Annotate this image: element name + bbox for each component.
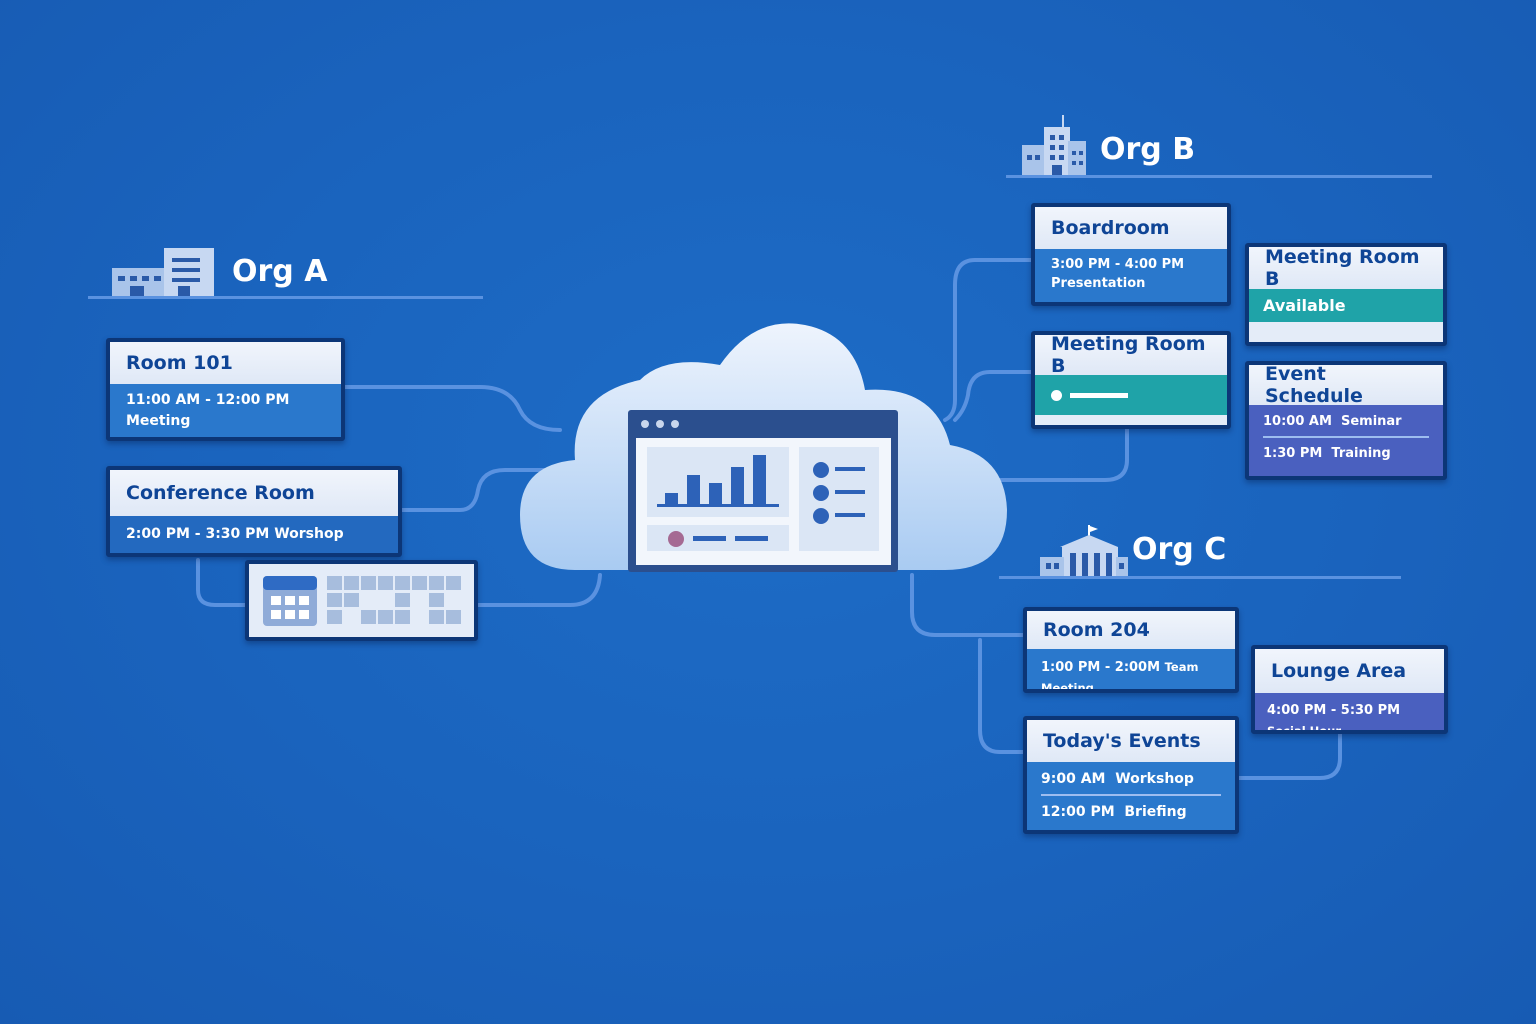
card-title: Today's Events xyxy=(1027,720,1235,762)
calendar-icon xyxy=(263,576,461,626)
event-item: 9:00 AM Workshop xyxy=(1041,771,1194,787)
connector xyxy=(910,573,1025,637)
calendar-card[interactable] xyxy=(245,560,478,641)
event: Meeting xyxy=(126,413,191,429)
connector xyxy=(1236,731,1342,780)
todays-events-card[interactable]: Today's Events 9:00 AM Workshop 12:00 PM… xyxy=(1023,716,1239,834)
meeting-room-b-status-card[interactable]: Meeting Room B xyxy=(1031,331,1231,429)
time: 11:00 AM - 12:00 PM xyxy=(126,392,290,408)
time: 2:00 PM - 3:30 PM xyxy=(126,526,270,542)
conference-room-card[interactable]: Conference Room 2:00 PM - 3:30 PM Worsho… xyxy=(106,466,402,557)
card-title: Conference Room xyxy=(110,470,398,516)
status-badge: Available xyxy=(1249,289,1443,322)
card-title: Lounge Area xyxy=(1255,649,1444,693)
connector xyxy=(399,468,562,512)
event: Presentation xyxy=(1051,276,1146,291)
boardroom-card[interactable]: Boardroom 3:00 PM - 4:00 PM Presentation xyxy=(1031,203,1231,306)
time: 4:00 PM - 5:30 PM xyxy=(1267,703,1401,718)
divider xyxy=(1006,175,1432,178)
card-title: Meeting Room B xyxy=(1249,247,1443,290)
schedule-item: 10:00 AM Seminar xyxy=(1263,414,1402,429)
event: Worshop xyxy=(274,526,344,542)
event: Team Meeting xyxy=(1041,660,1199,693)
status-indicator xyxy=(1035,375,1227,415)
org-c-label: Org C xyxy=(1132,532,1227,567)
office-building-icon xyxy=(112,248,214,296)
connector xyxy=(953,370,1033,422)
government-building-icon xyxy=(1040,525,1128,577)
cloud-dashboard-icon xyxy=(520,323,1007,572)
card-title: Room 204 xyxy=(1027,611,1235,649)
time: 1:00 PM - 2:00M xyxy=(1041,660,1161,675)
schedule-item: 1:30 PM Training xyxy=(1263,446,1391,461)
event: Social Hour xyxy=(1267,724,1342,734)
connector xyxy=(978,638,1025,754)
skyscraper-icon xyxy=(1022,115,1086,177)
connector xyxy=(973,426,1129,482)
event-schedule-card[interactable]: Event Schedule 10:00 AM Seminar 1:30 PM … xyxy=(1245,361,1447,480)
card-title: Boardroom xyxy=(1035,207,1227,249)
event-item: 12:00 PM Briefing xyxy=(1041,804,1187,820)
card-title: Event Schedule xyxy=(1249,365,1443,407)
connector xyxy=(342,385,562,432)
time: 3:00 PM - 4:00 PM xyxy=(1051,257,1185,272)
connector xyxy=(943,258,1033,422)
card-title: Meeting Room B xyxy=(1035,335,1227,377)
divider xyxy=(88,296,483,299)
org-a-label: Org A xyxy=(232,254,328,289)
meeting-room-b-card[interactable]: Meeting Room B Available xyxy=(1245,243,1447,346)
divider xyxy=(1041,794,1221,796)
card-title: Room 101 xyxy=(110,342,341,384)
divider xyxy=(1263,436,1429,438)
connector xyxy=(475,573,602,607)
org-b-label: Org B xyxy=(1100,132,1196,167)
connector xyxy=(196,558,247,607)
divider xyxy=(999,576,1401,579)
room-204-card[interactable]: Room 204 1:00 PM - 2:00M Team Meeting xyxy=(1023,607,1239,693)
lounge-area-card[interactable]: Lounge Area 4:00 PM - 5:30 PM Social Hou… xyxy=(1251,645,1448,734)
room-101-card[interactable]: Room 101 11:00 AM - 12:00 PM Meeting xyxy=(106,338,345,441)
